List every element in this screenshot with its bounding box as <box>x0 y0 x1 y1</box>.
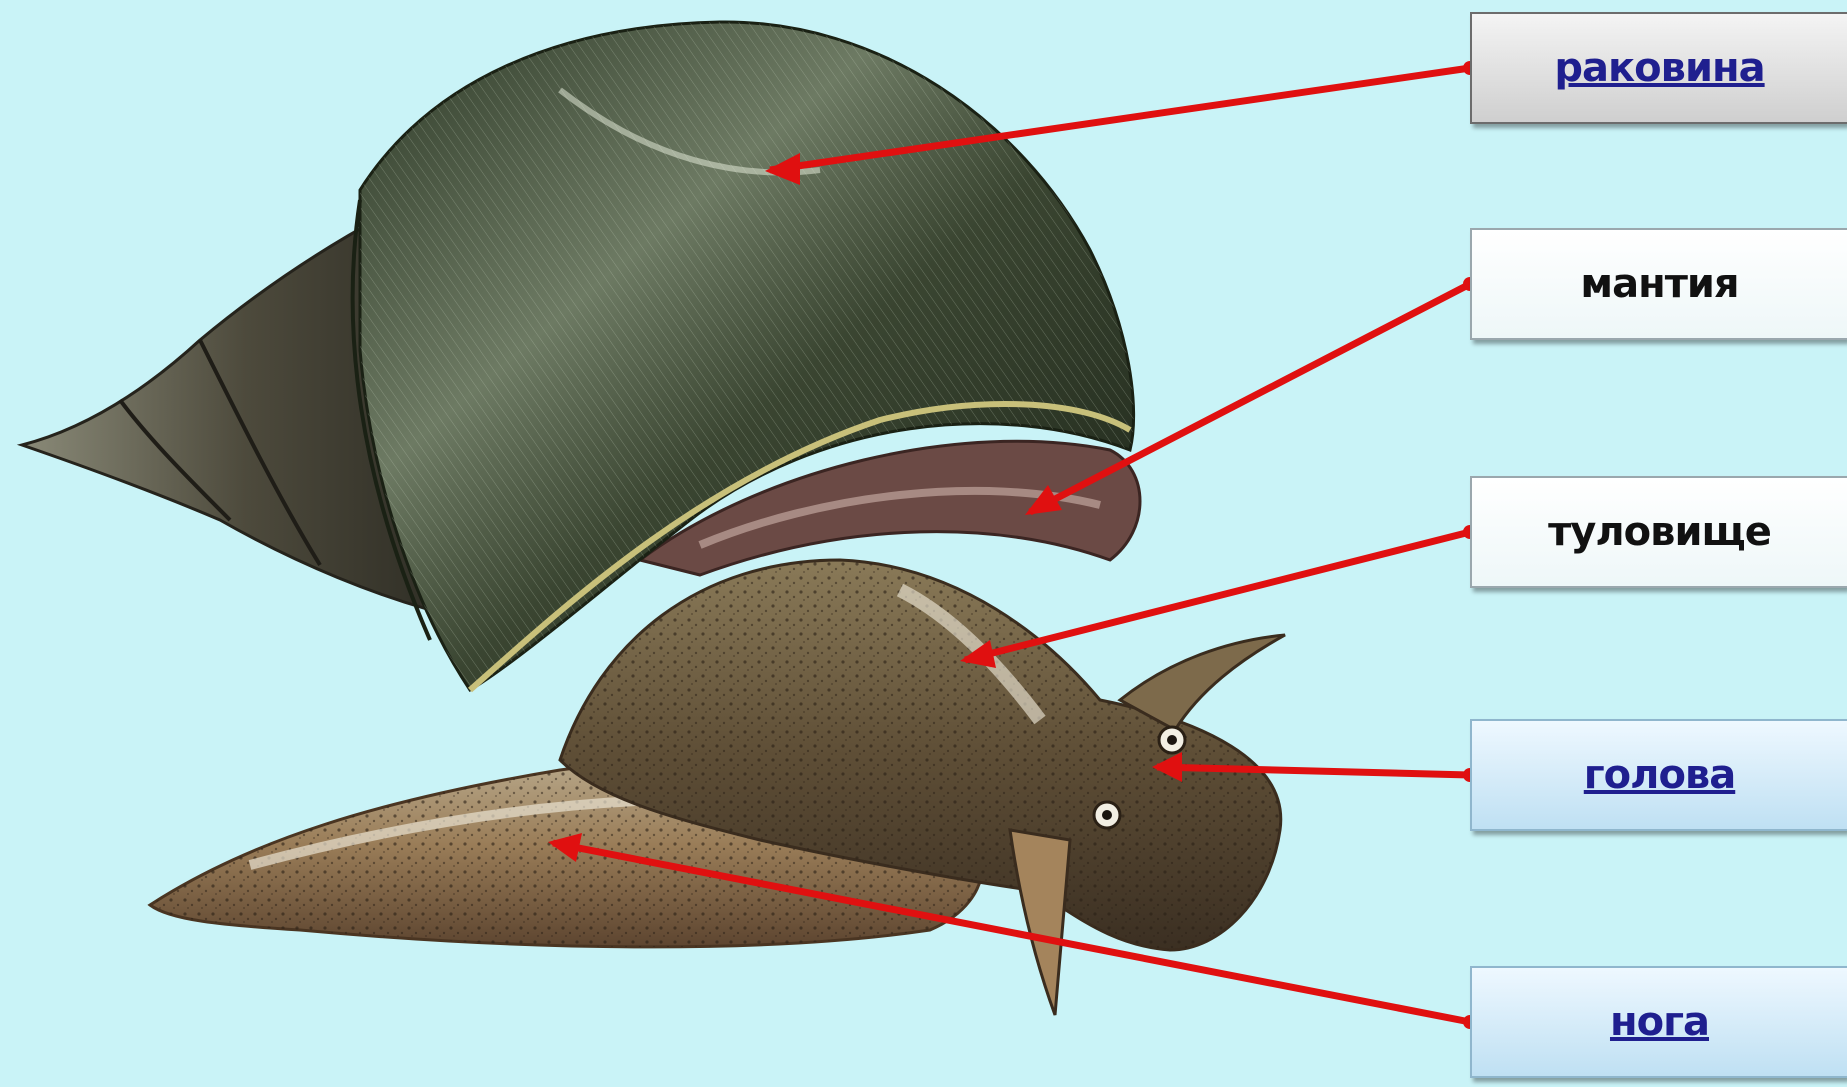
label-foot-text[interactable]: нога <box>1610 999 1709 1045</box>
label-foot[interactable]: нога <box>1470 966 1847 1078</box>
snail-eye <box>1094 802 1120 828</box>
label-shell[interactable]: раковина <box>1470 12 1847 124</box>
snail-lower-tentacle <box>1010 830 1070 1015</box>
label-body-text: туловище <box>1548 509 1771 555</box>
label-mantle: мантия <box>1470 228 1847 340</box>
label-shell-text[interactable]: раковина <box>1554 45 1764 91</box>
label-body: туловище <box>1470 476 1847 588</box>
label-head[interactable]: голова <box>1470 719 1847 831</box>
snail-eye <box>1159 727 1185 753</box>
label-head-text[interactable]: голова <box>1584 752 1735 798</box>
label-mantle-text: мантия <box>1580 261 1738 307</box>
